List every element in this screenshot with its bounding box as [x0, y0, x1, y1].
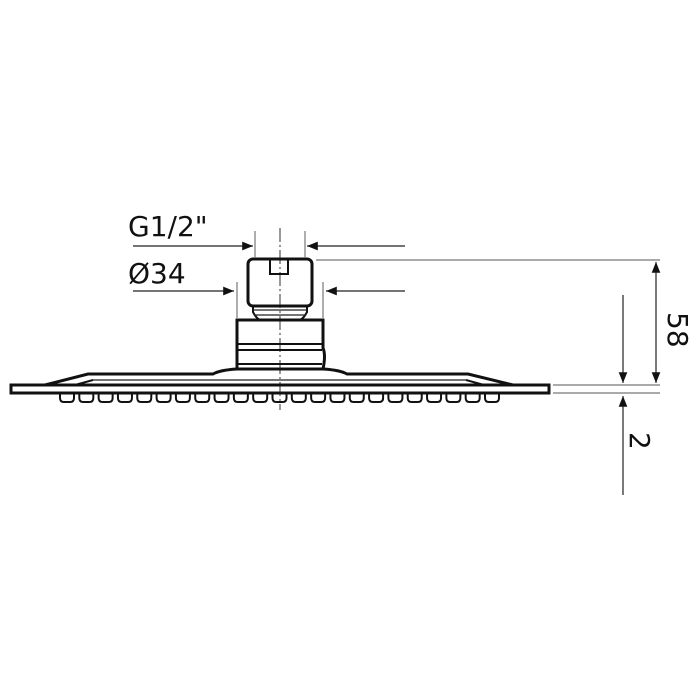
- nozzle: [426, 393, 443, 403]
- connector-nut: [246, 257, 314, 321]
- nozzle: [406, 393, 423, 403]
- height-label: 58: [661, 312, 694, 348]
- thickness-label: 2: [623, 432, 656, 450]
- nozzle: [97, 393, 114, 403]
- nozzle: [464, 393, 481, 403]
- body-cylinder: [235, 318, 326, 370]
- nozzle: [387, 393, 404, 403]
- thickness-dimension: 2: [553, 295, 660, 495]
- nozzle: [78, 393, 95, 403]
- nozzle: [271, 393, 288, 403]
- thread-label: G1/2": [128, 210, 208, 243]
- nozzle: [348, 393, 365, 403]
- nozzle: [232, 393, 249, 403]
- diameter-label: Ø34: [128, 257, 186, 290]
- nozzle: [213, 393, 230, 403]
- nozzle: [155, 393, 172, 403]
- thread-dimension: G1/2": [128, 210, 405, 258]
- nozzle: [194, 393, 211, 403]
- nozzle: [290, 393, 307, 403]
- nozzle: [445, 393, 462, 403]
- nozzles: [59, 393, 500, 403]
- nozzle: [174, 393, 191, 403]
- nozzle: [329, 393, 346, 403]
- diameter-dimension: Ø34: [128, 257, 405, 318]
- nozzle: [116, 393, 133, 403]
- nozzle: [484, 393, 500, 403]
- nozzle: [136, 393, 153, 403]
- height-dimension: 58: [316, 259, 694, 386]
- nozzle: [368, 393, 385, 403]
- nozzle: [59, 393, 75, 403]
- shower-plate: [9, 367, 551, 395]
- nozzle: [252, 393, 269, 403]
- nozzle: [310, 393, 327, 403]
